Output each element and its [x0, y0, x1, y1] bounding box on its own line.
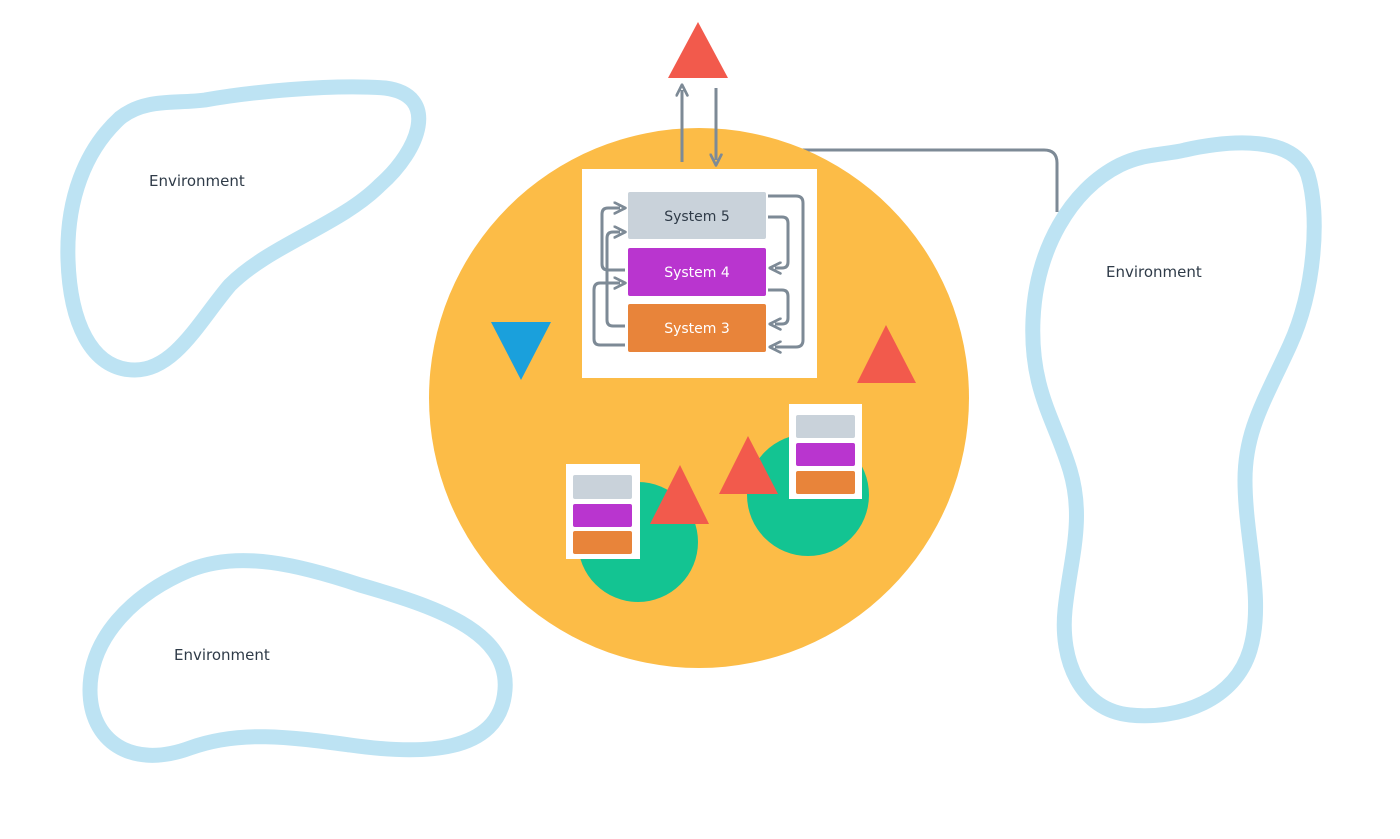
environment-label-right: Environment: [1106, 263, 1202, 281]
system5-label: System 5: [664, 209, 730, 225]
arrow-loop-right-5-to-4: [768, 215, 790, 275]
system5-box: [628, 192, 766, 239]
subunit-left-system4: [573, 504, 632, 527]
arrow-loop-right-4-to-3: [768, 288, 790, 331]
environment-label-top-left: Environment: [149, 172, 245, 190]
arrow-loop-left-inner: [605, 225, 627, 328]
system3-label: System 3: [664, 321, 730, 337]
system4-label: System 4: [664, 265, 730, 281]
environment-blob-right: [1025, 135, 1322, 724]
triangle-up-icon-right: [857, 325, 916, 383]
subunit-left-system3: [573, 531, 632, 554]
subunit-right-system4: [796, 443, 855, 466]
triangle-down-icon: [491, 322, 551, 380]
triangle-up-icon-subunit-left: [650, 465, 709, 524]
system3-box: [628, 304, 766, 352]
arrow-loop-left-3-to-4: [592, 276, 627, 347]
subunit-right-system5: [796, 415, 855, 438]
arrow-loop-right-outer: [768, 194, 805, 354]
environment-blob-bottom-left: [82, 553, 513, 763]
subunit-right-system3: [796, 471, 855, 494]
triangle-up-icon: [668, 22, 728, 78]
environment-label-bottom-left: Environment: [174, 646, 270, 664]
triangle-up-icon-subunit-right: [719, 436, 778, 494]
subunit-left-system5: [573, 475, 632, 499]
system4-box: [628, 248, 766, 296]
environment-blob-top-left: [60, 79, 427, 378]
